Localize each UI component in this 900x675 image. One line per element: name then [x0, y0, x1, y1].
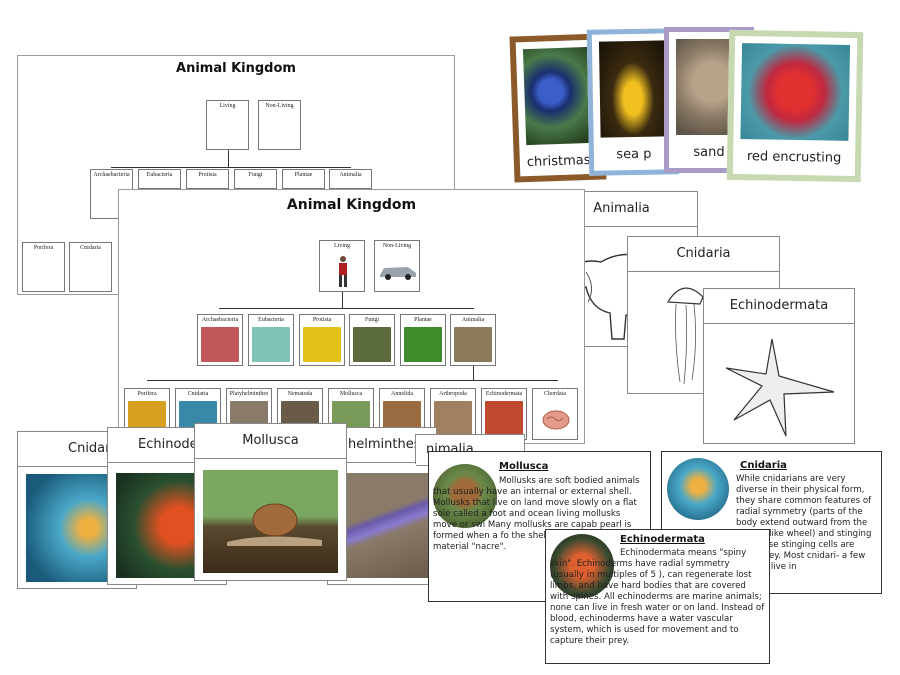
- sea-star-circle-photo: [550, 534, 614, 598]
- back-kingdom-box: Eubacteria: [138, 169, 181, 189]
- back-kingdom-box: Plantae: [282, 169, 325, 189]
- red-encrusting-sponge-photo: [740, 43, 851, 141]
- snail-circle-photo: [433, 464, 497, 528]
- front-kingdom-box: Fungi: [349, 314, 395, 366]
- back-kingdom-box: Protista: [186, 169, 229, 189]
- front-kingdom-box: Eubacteria: [248, 314, 294, 366]
- picture-card-title: helminthes: [328, 428, 436, 463]
- back-phylum-box: Cnidaria: [69, 242, 112, 292]
- brain-icon: [542, 410, 570, 430]
- back-phylum-box: Porifera: [22, 242, 65, 292]
- photo-card-label: sand: [693, 145, 725, 160]
- picture-card-title: Echinode: [108, 428, 226, 463]
- front-kingdom-box: Animalia: [450, 314, 496, 366]
- picture-card-title: Mollusca: [195, 424, 346, 459]
- flatworm-photo: [336, 473, 430, 578]
- info-card-echinodermata: Echinodermata Echinodermata means "spiny…: [545, 529, 770, 664]
- front-kingdom-box: Plantae: [400, 314, 446, 366]
- info-card-text: Echinodermata means "spiny skin". Echino…: [550, 548, 765, 646]
- drawing-card-title: Echinodermata: [704, 289, 854, 324]
- christmas-tree-worm-photo: [522, 46, 593, 146]
- snail-photo: [203, 470, 338, 573]
- back-kingdom-box: Fungi: [234, 169, 277, 189]
- back-sheet-title: Animal Kingdom: [176, 61, 296, 76]
- info-card-title: Mollusca: [499, 461, 549, 472]
- front-phylum-box: Echinodermata: [481, 388, 527, 440]
- car-icon: [380, 267, 416, 280]
- photo-card-label: red encrusting: [746, 149, 842, 166]
- back-living-box: Living: [206, 100, 249, 150]
- drawing-card-title: Cnidaria: [628, 237, 779, 272]
- front-kingdom-box: Protista: [299, 314, 345, 366]
- back-chart-sheet: Animal Kingdom Living Non-Living Archaeb…: [17, 55, 455, 295]
- photo-card-label: christmas tr: [526, 152, 593, 171]
- drawing-card-echinodermata: Echinodermata: [703, 288, 855, 444]
- front-phylum-box: Chordata: [532, 388, 578, 440]
- photo-card-label: sea p: [616, 146, 652, 163]
- sea-pen-photo: [598, 40, 667, 138]
- info-card-title: Echinodermata: [620, 534, 705, 545]
- front-chart-sheet: Animal Kingdom Living Non-Living Archaeb…: [118, 189, 585, 444]
- jellyfish-circle-photo: [667, 458, 729, 520]
- front-nonliving-box: Non-Living: [374, 240, 420, 292]
- front-living-box: Living: [319, 240, 365, 292]
- drawing-card-title: Animalia: [546, 192, 697, 227]
- front-kingdom-box: Archaebacteria: [197, 314, 243, 366]
- photo-card-red-encrusting: red encrusting: [726, 29, 864, 183]
- back-kingdom-box: Animalia: [329, 169, 372, 189]
- starfish-drawing-icon: [725, 338, 835, 437]
- info-card-text: Mollusks are soft bodied animals that us…: [433, 476, 644, 552]
- picture-card-mollusca: Mollusca: [194, 423, 347, 581]
- snail-icon: [227, 503, 322, 546]
- front-phylum-box: Arthropoda: [430, 388, 476, 440]
- info-card-title: Cnidaria: [740, 460, 787, 471]
- front-sheet-title: Animal Kingdom: [286, 197, 417, 213]
- back-nonliving-box: Non-Living: [258, 100, 301, 150]
- person-icon: [339, 256, 347, 287]
